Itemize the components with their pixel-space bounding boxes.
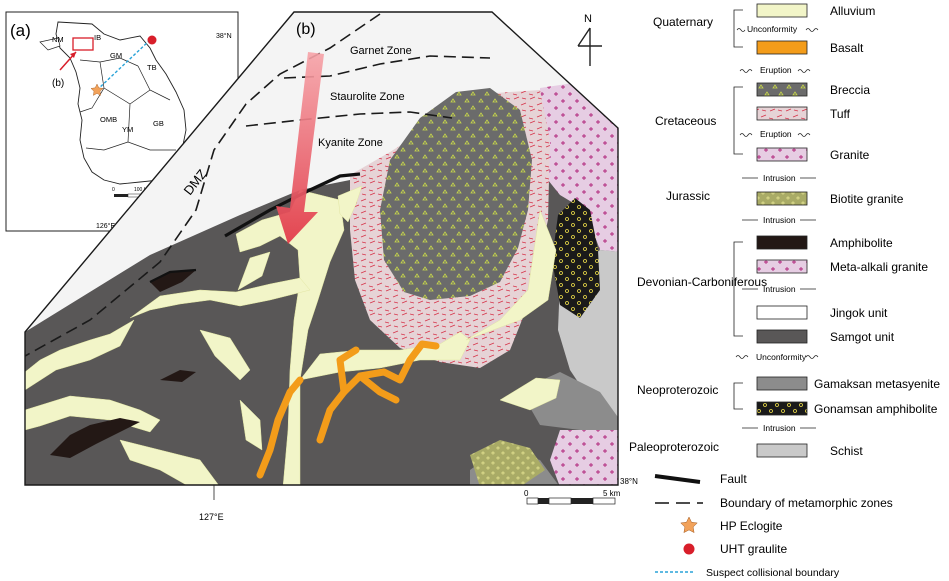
legend-swatch-meta-alkali-granite (756, 259, 808, 274)
legend-symbol-label: UHT graulite (720, 542, 787, 556)
inset-pointer-label: (b) (52, 78, 64, 89)
legend-swatch-schist (756, 443, 808, 458)
study-area-box (72, 37, 94, 51)
contact-label: Eruption (760, 129, 792, 139)
contact-label: Intrusion (763, 215, 796, 225)
era-label: Devonian-Carboniferous (637, 275, 767, 289)
scale-bar: 0 5 km (524, 489, 621, 505)
inset-map: (a) 38°N 126°E NM IB GM TB OMB YM GB (b)… (5, 11, 239, 232)
inset-lat-label: 38°N (216, 32, 232, 40)
legend-unit-label: Basalt (830, 41, 864, 55)
legend-unit-label: Breccia (830, 83, 870, 97)
peninsula-outline (55, 21, 187, 185)
legend-unit-label: Samgot unit (830, 330, 895, 344)
inset-region: GB (153, 119, 164, 128)
svg-text:N: N (584, 13, 592, 25)
era-label: Neoproterozoic (637, 383, 718, 397)
granite-area-east (540, 82, 618, 252)
breccia-area (380, 88, 532, 300)
era-label: Paleoproterozoic (629, 440, 719, 454)
metamorphic-grade-arrow (276, 52, 324, 244)
alluvium-area (25, 185, 561, 485)
legend-swatch-tuff (756, 106, 808, 121)
inset-panel-label: (a) (10, 21, 31, 40)
legend-symbol-label: HP Eclogite (720, 519, 783, 533)
legend: Quaternary Cretaceous Jurassic Devonian-… (629, 3, 940, 579)
main-map: (b) Garnet Zone Staurolite Zone Kyanite … (24, 11, 638, 522)
basalt-area (256, 340, 440, 479)
legend-swatch-samgot (756, 329, 808, 344)
inset-region: NM (52, 35, 64, 44)
era-label: Jurassic (666, 189, 710, 203)
legend-unit-label: Amphibolite (830, 236, 893, 250)
map-lat-label: 38°N (620, 477, 638, 486)
biotite-granite-area (470, 440, 545, 485)
svg-text:5 km: 5 km (603, 489, 621, 498)
contact-label: Eruption (760, 65, 792, 75)
legend-unit-label: Meta-alkali granite (830, 260, 928, 274)
inset-region: YM (122, 125, 133, 134)
legend-swatch-amphibolite (756, 235, 808, 250)
legend-symbol-label: Fault (720, 472, 747, 486)
legend-swatch-breccia (756, 82, 808, 97)
map-lon-label: 127°E (199, 512, 224, 522)
legend-unit-label: Alluvium (830, 4, 875, 18)
inset-region: TB (147, 63, 157, 72)
legend-unit-label: Jingok unit (830, 306, 888, 320)
legend-symbol-label: Suspect collisional boundary (706, 567, 840, 579)
north-arrow-icon: N (577, 13, 602, 66)
svg-text:0: 0 (524, 489, 529, 498)
map-panel-label: (b) (296, 21, 316, 38)
inset-region: IB (94, 33, 101, 42)
legend-unit-label: Granite (830, 148, 870, 162)
svg-text:0: 0 (112, 187, 115, 193)
inset-region: OMB (100, 115, 117, 124)
legend-swatch-alluvium (756, 3, 808, 18)
legend-swatch-granite (756, 147, 808, 162)
granite-area-south (550, 430, 618, 485)
inset-region: GM (110, 51, 122, 60)
legend-unit-label: Schist (830, 444, 863, 458)
inset-collisional-boundary (96, 39, 151, 91)
eclogite-star-icon (90, 83, 104, 96)
contact-label: Intrusion (763, 173, 796, 183)
zone-label-garnet: Garnet Zone (350, 45, 412, 57)
map-frame (24, 11, 619, 486)
legend-fault-symbol (654, 474, 701, 484)
legend-swatch-jingok (756, 305, 808, 320)
legend-swatch-gamaksan (756, 376, 808, 391)
zone-label-kyanite: Kyanite Zone (318, 137, 383, 149)
legend-unit-label: Biotite granite (830, 192, 904, 206)
legend-unit-label: Gonamsan amphibolite (814, 402, 938, 416)
era-label: Cretaceous (655, 114, 716, 128)
svg-text:100 km: 100 km (134, 187, 150, 193)
legend-symbol-label: Boundary of metamorphic zones (720, 496, 893, 510)
contact-label: Unconformity (756, 352, 807, 362)
legend-eclogite-star-icon (680, 516, 698, 534)
contact-label: Intrusion (763, 423, 796, 433)
legend-swatch-basalt (756, 40, 808, 55)
legend-unit-label: Tuff (830, 107, 851, 121)
gonamsan-area (552, 198, 600, 318)
amphibolite-area (50, 270, 196, 458)
contact-label: Intrusion (763, 284, 796, 294)
era-label: Quaternary (653, 15, 713, 29)
uht-marker-icon (147, 35, 157, 45)
zone-label-staurolite: Staurolite Zone (330, 91, 405, 103)
legend-uht-dot-icon (683, 543, 695, 555)
inset-lon-label: 126°E (96, 222, 115, 230)
fault-line (224, 172, 361, 238)
legend-unit-label: Gamaksan metasyenite (814, 377, 940, 391)
contact-label: Unconformity (747, 24, 798, 34)
legend-swatch-biotite-granite (756, 191, 808, 206)
legend-swatch-gonamsan (756, 401, 808, 416)
